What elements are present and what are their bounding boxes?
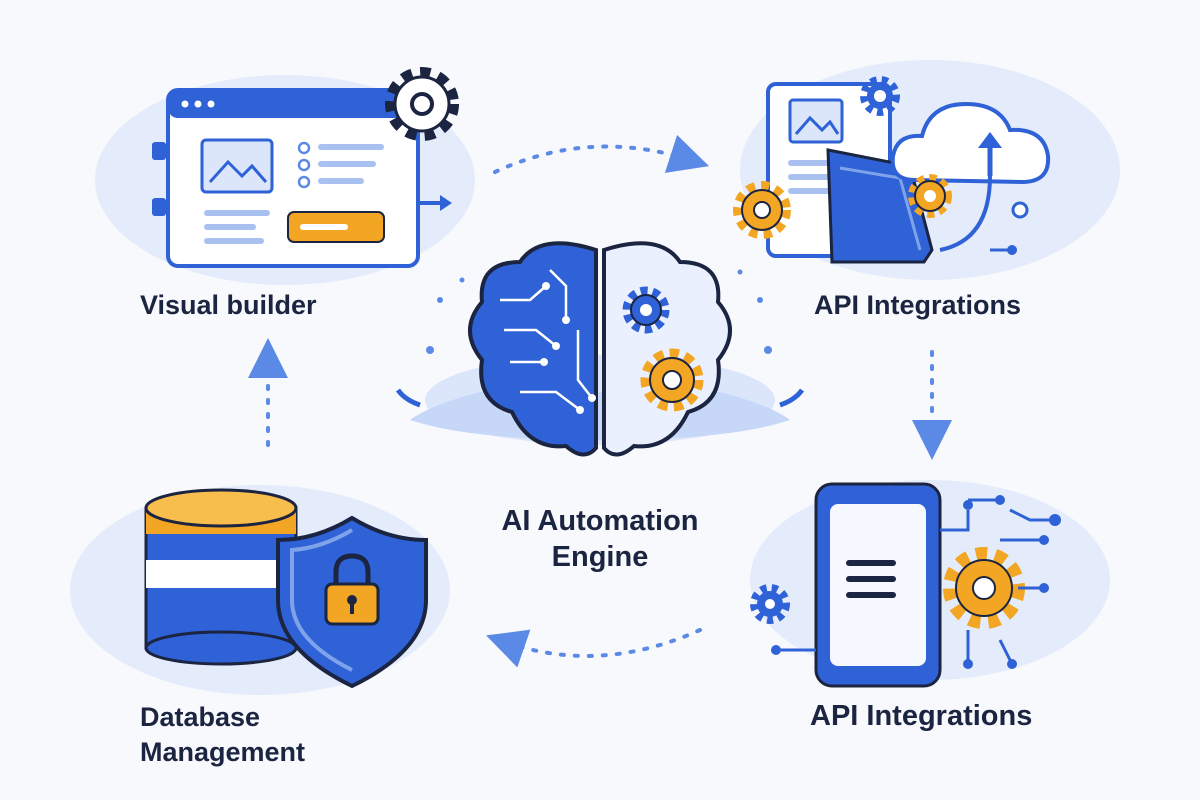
gear-icon [860,76,900,116]
ai-engine-label: AI Automation Engine [470,503,730,576]
gear-icon [622,286,670,334]
smartphone-icon [814,482,942,688]
database-icon [144,488,298,666]
shield-lock-icon [276,515,428,689]
dashed-arrow-icon [493,134,710,174]
brain-icon [395,241,805,457]
gear-icon [640,348,704,412]
browser-window-icon [152,88,452,268]
database-management-label-line1: Database [140,702,261,732]
ai-engine-label-line2: Engine [551,541,649,574]
circuit-lines [780,498,1050,661]
api-integrations-bottom-label: API Integrations [810,700,1033,732]
dashed-arrow-icon [486,628,702,668]
ai-engine-label-line1: AI Automation [501,505,699,537]
gear-icon [385,67,459,141]
gear-icon [733,181,791,239]
gear-icon [908,174,952,218]
database-management-label: Database Management [140,700,305,770]
api-integrations-top-label: API Integrations [814,290,1022,320]
image-icon [200,138,274,194]
cycle-arrows [248,134,952,668]
circuit-nodes [771,495,1061,669]
gear-icon [750,584,790,624]
database-management-label-line2: Management [140,737,306,768]
cloud-upload-icon [890,101,1051,255]
visual-builder-label: Visual builder [140,290,317,320]
